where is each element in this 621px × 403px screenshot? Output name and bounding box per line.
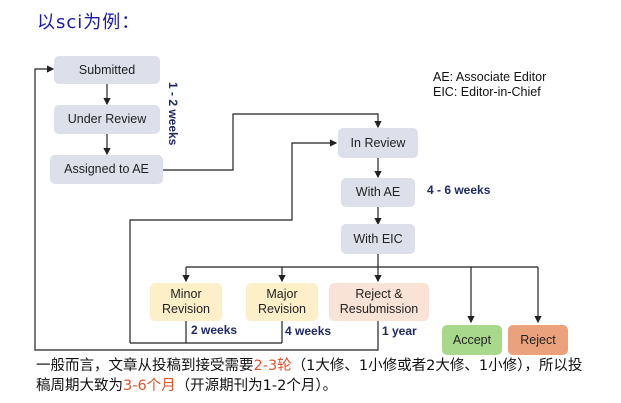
summary-part2: （1大修、1小修或者2大修、1小修），所以投稿周期大致为 [36,358,583,394]
summary-part3: （开源期刊为1-2个月）。 [175,378,338,394]
duration-major: 4 weeks [285,324,332,338]
summary-highlight-period: 3-6个月 [123,378,176,394]
node-reject-resubmission: Reject & Resubmission [329,283,429,321]
duration-review: 4 - 6 weeks [427,183,491,197]
page-title: 以sci为例： [37,12,141,33]
summary-highlight-rounds: 2-3轮 [253,358,292,374]
node-accept: Accept [442,325,502,355]
summary-part1: 一般而言，文章从投稿到接受需要 [36,358,254,374]
node-reject: Reject [508,325,568,355]
node-assigned-to-ae: Assigned to AE [50,155,163,184]
edge-assigned-inreview [163,113,382,171]
duration-minor: 2 weeks [191,323,238,337]
duration-resubmission: 1 year [382,324,417,338]
edge-revision-loop [129,139,338,343]
summary-text: 一般而言，文章从投稿到接受需要2-3轮（1大修、1小修或者2大修、1小修），所以… [36,356,596,396]
legend-eic: EIC: Editor-in-Chief [433,85,541,99]
node-with-eic: With EIC [341,224,415,254]
node-in-review: In Review [338,128,418,158]
edge-resubmission-loop [34,65,379,351]
node-with-ae: With AE [341,178,415,207]
node-submitted: Submitted [54,56,160,84]
legend-ae: AE: Associate Editor [433,70,547,84]
duration-initial: 1 - 2 weeks [166,82,180,146]
node-under-review: Under Review [54,105,160,134]
legend: AE: Associate Editor EIC: Editor-in-Chie… [433,70,546,100]
node-minor-revision: Minor Revision [150,283,222,321]
node-major-revision: Major Revision [246,283,318,321]
